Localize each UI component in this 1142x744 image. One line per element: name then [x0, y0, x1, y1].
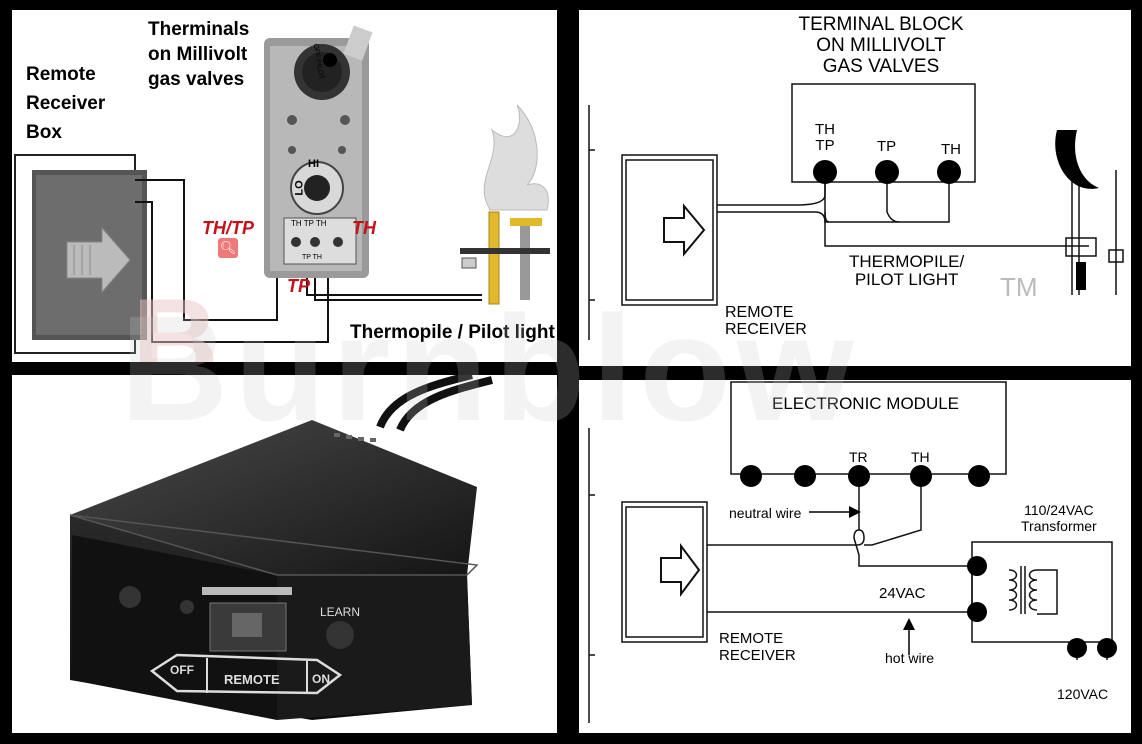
term-th-label: TH: [352, 218, 376, 238]
terminal-th-dot: [910, 465, 932, 487]
terminal-th-tp-label: TH TP: [815, 121, 835, 154]
terminal-th-dot: [937, 160, 961, 184]
remote-receiver-box-label: Remote Receiver Box: [26, 64, 106, 143]
watermark-text: B: [132, 274, 219, 362]
electronic-module-drawing: [588, 381, 1117, 723]
terminal-th-label: TH: [911, 449, 930, 465]
terminal-block-lines: [588, 83, 1124, 340]
module-title: ELECTRONIC MODULE: [772, 394, 960, 413]
term-th-tp-label: TH/TP: [202, 218, 254, 238]
receiver-photo-panel: LEARN OFF REMOTE ON: [12, 375, 557, 733]
hot-wire-label: hot wire: [885, 650, 935, 666]
thermopile-label: THERMOPILE/ PILOT LIGHT: [849, 252, 965, 289]
thermopile-label: Thermopile / Pilot light: [350, 322, 555, 343]
vac120-label: 120VAC: [1057, 686, 1109, 702]
terminal-th-label: TH: [941, 141, 961, 158]
terminal-tp-label: TP: [877, 138, 897, 155]
terminal-tr-label: TR: [849, 449, 868, 465]
valve-label: Therminals on Millivolt gas valves: [148, 19, 250, 90]
watermark: Burnblow: [120, 284, 860, 452]
on-label: ON: [312, 672, 330, 686]
valve-wires: [135, 179, 482, 343]
terminal-tr-dot: [848, 465, 870, 487]
terminal-block-title: TERMINAL BLOCK ON MILLIVOLT GAS VALVES: [798, 14, 964, 77]
knob-lo-text: LO: [293, 180, 306, 196]
trademark-text: TM: [1000, 272, 1038, 302]
neutral-arrow-icon: [849, 506, 861, 518]
pilot-flame-icon: [1055, 130, 1099, 189]
electronic-module-panel: ELECTRONIC MODULE TR TH neutral wire 24V…: [579, 380, 1131, 733]
valve-small-bottom-labels: TP TH: [302, 254, 322, 261]
hot-arrow-icon: [903, 618, 915, 630]
remote-receiver-label: REMOTE RECEIVER: [719, 630, 796, 664]
magnifier-icon[interactable]: 🔍︎: [218, 238, 238, 258]
receiver-photo: [69, 375, 493, 720]
terminal-tp-dot: [875, 160, 899, 184]
valve-wiring-drawing: B: [14, 25, 550, 362]
learn-label: LEARN: [320, 605, 361, 619]
remote-label: REMOTE: [224, 672, 280, 687]
terminal-th-tp-dot: [813, 160, 837, 184]
term-tp-label: TP: [287, 276, 311, 296]
terminal-block-panel: TERMINAL BLOCK ON MILLIVOLT GAS VALVES T…: [579, 10, 1131, 366]
remote-receiver-label: REMOTE RECEIVER: [725, 304, 807, 338]
valve-small-labels: TH TP TH: [291, 219, 327, 228]
knob-hi-text: HI: [308, 158, 319, 170]
remote-receiver-box: [14, 154, 147, 354]
terminal-block-drawing: [588, 83, 1124, 340]
transformer-label: 110/24VAC Transformer: [1021, 502, 1097, 534]
gas-valve-photo: [264, 25, 373, 278]
off-label: OFF: [170, 663, 194, 677]
vac24-label: 24VAC: [879, 585, 926, 602]
pilot-flame-graphic: [460, 104, 550, 305]
valve-wiring-panel: B Remote Receiver Box Therminals on Mill…: [12, 10, 557, 362]
neutral-wire-label: neutral wire: [729, 505, 802, 521]
